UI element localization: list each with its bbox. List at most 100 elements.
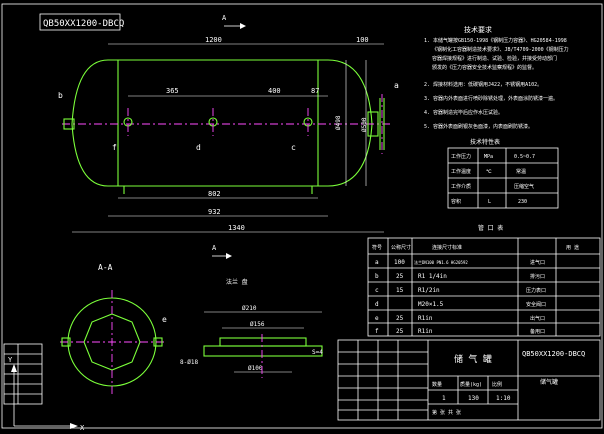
svg-text:100: 100 — [356, 36, 369, 44]
vessel-elevation-view — [62, 59, 392, 194]
tech-requirements: 技术要求 1. 本储气罐按GB150-1998《钢制压力容器》、HG20584-… — [424, 25, 569, 130]
svg-text:常温: 常温 — [516, 168, 526, 175]
svg-text:d: d — [375, 301, 379, 308]
view-a-arrow-top: A — [222, 14, 246, 29]
svg-text:容器焊接规程》进行制造、试验、检验，并接受劳动部门: 容器焊接规程》进行制造、试验、检验，并接受劳动部门 — [432, 55, 557, 62]
svg-text:法兰 盘: 法兰 盘 — [226, 278, 248, 286]
flange-detail: 法兰 盘 Ø210 Ø156 Ø100 8-Ø18 S=4 — [180, 278, 323, 378]
svg-text:℃: ℃ — [486, 169, 492, 175]
nozzle-marks: b a f d c e — [58, 81, 399, 324]
elevation-dimensions: 1200 100 365 400 87 802 932 1340 Ø498 Ø5… — [72, 36, 384, 233]
svg-text:5. 容器外表面刷银灰色面漆，内表面刷防锈漆。: 5. 容器外表面刷银灰色面漆，内表面刷防锈漆。 — [424, 123, 533, 130]
svg-text:d: d — [196, 143, 201, 152]
svg-text:b: b — [58, 91, 63, 100]
svg-text:8-Ø18: 8-Ø18 — [180, 359, 198, 366]
svg-text:安全阀口: 安全阀口 — [526, 301, 546, 308]
svg-text:R1 1/4in: R1 1/4in — [418, 273, 447, 280]
svg-text:1:10: 1:10 — [496, 395, 511, 402]
svg-text:365: 365 — [166, 87, 179, 95]
svg-text:S=4: S=4 — [312, 349, 323, 356]
svg-text:M20×1.5: M20×1.5 — [418, 301, 444, 308]
svg-text:f: f — [112, 143, 117, 152]
svg-text:3. 容器内外表面进行喷砂除锈处理，外表面涂防锈漆一遍。: 3. 容器内外表面进行喷砂除锈处理，外表面涂防锈漆一遍。 — [424, 95, 558, 102]
svg-text:工作压力: 工作压力 — [451, 153, 471, 160]
svg-text:a: a — [394, 81, 399, 90]
svg-text:A-A: A-A — [98, 263, 113, 272]
svg-text:Ø500: Ø500 — [361, 117, 368, 132]
svg-text:Ø156: Ø156 — [250, 321, 265, 328]
svg-text:e: e — [375, 315, 379, 322]
svg-text:0.5~0.7: 0.5~0.7 — [514, 154, 535, 160]
svg-text:进气口: 进气口 — [530, 259, 545, 266]
title-block-name: 储 气 罐 — [454, 353, 492, 365]
svg-text:出气口: 出气口 — [530, 315, 545, 322]
svg-text:c: c — [291, 143, 296, 152]
svg-text:100: 100 — [394, 259, 405, 266]
svg-text:第 张 共 张: 第 张 共 张 — [432, 409, 461, 416]
svg-text:R1in: R1in — [418, 328, 433, 335]
svg-text:比例: 比例 — [492, 381, 502, 388]
svg-text:L: L — [488, 199, 491, 205]
svg-text:A: A — [212, 244, 217, 252]
spec-table: 技术特性表 工作压力 MPa 0.5~0.7 工作温度 ℃ 常温 工作介质 压缩… — [447, 138, 559, 209]
svg-text:Ø210: Ø210 — [242, 305, 257, 312]
svg-text:数量: 数量 — [432, 381, 442, 388]
svg-text:压缩空气: 压缩空气 — [514, 183, 534, 190]
svg-text:容积: 容积 — [451, 198, 461, 205]
svg-text:25: 25 — [396, 315, 404, 322]
svg-text:工作介质: 工作介质 — [451, 183, 471, 190]
svg-text:A: A — [222, 14, 227, 22]
view-a-arrow-mid: A — [212, 244, 232, 259]
svg-text:工作温度: 工作温度 — [451, 168, 471, 175]
svg-text:压力表口: 压力表口 — [526, 287, 546, 294]
svg-text:颁发的《压力容器安全技术监察规程》的监督。: 颁发的《压力容器安全技术监察规程》的监督。 — [432, 64, 537, 71]
svg-text:2. 焊接材料选用：低碳钢用J422，不锈钢用A102。: 2. 焊接材料选用：低碳钢用J422，不锈钢用A102。 — [424, 81, 542, 88]
svg-text:技术要求: 技术要求 — [464, 25, 492, 34]
svg-text:b: b — [375, 273, 379, 280]
svg-text:1340: 1340 — [228, 224, 245, 232]
svg-text:公称尺寸: 公称尺寸 — [391, 244, 411, 251]
svg-text:15: 15 — [396, 287, 404, 294]
svg-text:25: 25 — [396, 273, 404, 280]
svg-text:1: 1 — [442, 395, 446, 402]
svg-text:排污口: 排污口 — [530, 273, 545, 280]
title-block: 储 气 罐 QB50XX1200-DBCQ 储气罐 数量 质量(kg) 比例 1… — [337, 339, 601, 421]
svg-text:400: 400 — [268, 87, 281, 95]
svg-text:R1/2in: R1/2in — [418, 287, 440, 294]
svg-text:932: 932 — [208, 208, 221, 216]
svg-text:Ø498: Ø498 — [335, 115, 342, 130]
drawing-number-text: QB50XX1200-DBCQ — [43, 19, 124, 29]
svg-text:储气罐: 储气罐 — [540, 378, 558, 386]
svg-text:87: 87 — [311, 87, 319, 95]
svg-text:符号: 符号 — [372, 244, 382, 251]
svg-text:25: 25 — [396, 328, 404, 335]
svg-text:Ø100: Ø100 — [248, 365, 263, 372]
svg-text:1200: 1200 — [205, 36, 222, 44]
svg-text:备用口: 备用口 — [530, 328, 545, 335]
svg-text:用 途: 用 途 — [566, 244, 579, 251]
svg-text:a: a — [375, 259, 379, 266]
svg-text:130: 130 — [468, 395, 479, 402]
svg-text:技术特性表: 技术特性表 — [470, 138, 500, 146]
svg-text:230: 230 — [518, 199, 527, 205]
svg-text:c: c — [375, 287, 379, 294]
svg-text:e: e — [162, 315, 167, 324]
nozzle-table: 管 口 表 符号 公称尺寸 连接尺寸标准 用 途 a 100 法兰DN100 P… — [367, 224, 601, 337]
svg-text:802: 802 — [208, 190, 221, 198]
svg-text:质量(kg): 质量(kg) — [460, 381, 482, 388]
section-a-a-view: A-A — [60, 263, 164, 394]
revision-strip — [3, 343, 43, 405]
svg-text:1. 本储气罐按GB150-1998《钢制压力容器》、HG2: 1. 本储气罐按GB150-1998《钢制压力容器》、HG20584-1998 — [424, 37, 567, 44]
svg-text:《钢制化工容器制造技术要求》、JB/T4709-2000《钢: 《钢制化工容器制造技术要求》、JB/T4709-2000《钢制压力 — [432, 46, 569, 53]
svg-text:4. 容器制造完毕后应作水压试验。: 4. 容器制造完毕后应作水压试验。 — [424, 109, 503, 116]
drawing-border — [1, 3, 603, 429]
title-block-drawing-no: QB50XX1200-DBCQ — [522, 350, 585, 358]
drawing-number-box: QB50XX1200-DBCQ — [39, 13, 124, 31]
svg-text:R1in: R1in — [418, 315, 433, 322]
svg-text:连接尺寸标准: 连接尺寸标准 — [432, 244, 462, 251]
svg-text:Y: Y — [8, 356, 13, 364]
svg-text:法兰DN100 PN1.6 HG20592: 法兰DN100 PN1.6 HG20592 — [414, 259, 468, 265]
svg-text:f: f — [375, 328, 379, 335]
svg-text:管 口 表: 管 口 表 — [478, 224, 503, 232]
